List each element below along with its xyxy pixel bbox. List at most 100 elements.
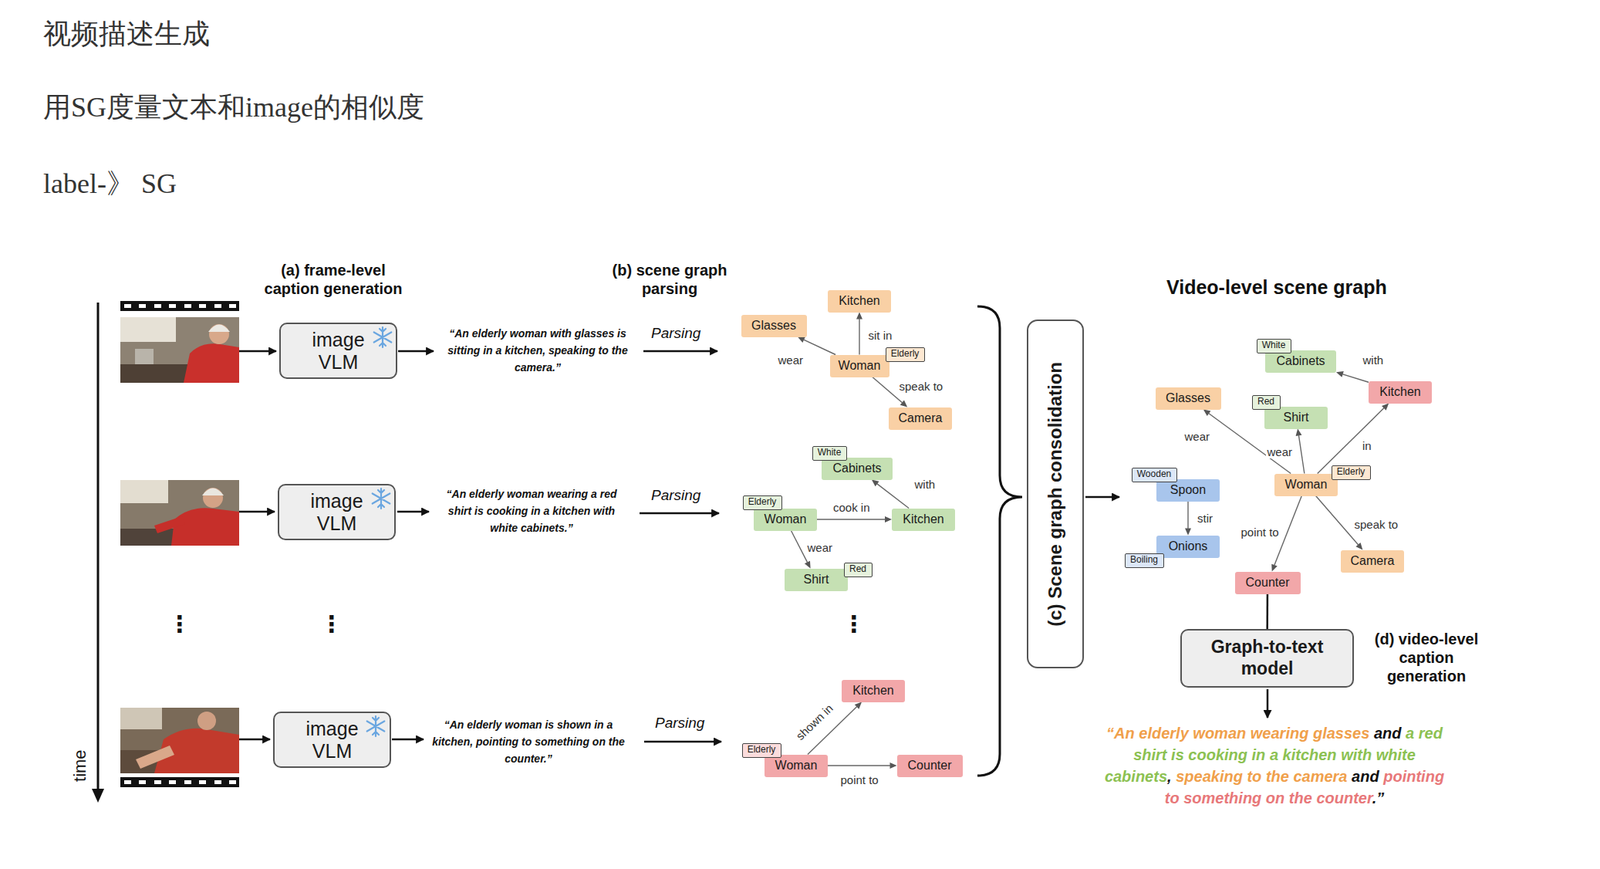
film-hole [138, 303, 146, 308]
edge-label: point to [1239, 525, 1281, 539]
arrow-head [890, 762, 898, 769]
section-heading: (d) video-level caption generation [1364, 629, 1489, 686]
model-box: Graph-to-text model [1180, 628, 1354, 688]
node-label: Boiling [1130, 554, 1158, 565]
frame-red-shirt [171, 507, 240, 546]
frame-cabinet [120, 317, 176, 342]
arrow-head [856, 312, 863, 320]
graph-node: Woman [753, 508, 817, 531]
node-label: Woman [838, 358, 882, 373]
graph-node: Glasses [1155, 387, 1222, 410]
edge-label: stir [1195, 511, 1215, 525]
film-hole [229, 779, 237, 784]
section-heading: Video-level scene graph [1166, 275, 1388, 299]
video-caption: “An elderly woman wearing glassesanda re… [1097, 722, 1452, 809]
graph-node: Woman [764, 754, 828, 777]
flow-arrow [1266, 688, 1270, 718]
graph-node: Woman [830, 354, 890, 378]
arrow-head [871, 479, 880, 487]
connector [816, 516, 892, 523]
node-label: Camera [898, 411, 943, 426]
frame-hand [135, 745, 175, 769]
node-label: Graph-to-text model [1201, 636, 1334, 679]
snowflake-icon [374, 327, 392, 348]
edge-label: in [1360, 438, 1374, 453]
attribute-tag: Elderly [742, 495, 783, 510]
axis-label: time [70, 749, 91, 782]
note-text: 用SG度量文本和image的相似度 [43, 91, 425, 125]
node-label: Red [1257, 396, 1275, 407]
connector-line [876, 482, 909, 508]
node-label: Elderly [891, 348, 920, 359]
flow-arrow [398, 350, 434, 353]
film-hole [154, 303, 162, 308]
connector-line [1298, 434, 1304, 473]
graph-node: Spoon [1156, 479, 1220, 502]
flow-arrow [239, 738, 271, 741]
time-axis [97, 302, 100, 790]
node-label: Woman [764, 512, 807, 527]
film-hole [124, 303, 132, 308]
connector-line [1187, 501, 1189, 530]
step-label: Parsing [651, 324, 701, 343]
frame-hair [202, 488, 224, 497]
node-label: Cabinets [1275, 354, 1325, 368]
edge-label: with [1361, 353, 1386, 367]
film-hole [199, 303, 206, 308]
node-label: Kitchen [838, 293, 880, 308]
video-frame [120, 707, 240, 773]
caption-segment: , [1167, 767, 1172, 785]
graph-node: Kitchen [1368, 381, 1432, 404]
connector [1296, 428, 1305, 474]
frame-arm [154, 516, 186, 534]
parsing-arrow [639, 512, 719, 515]
frame-red-shirt [183, 343, 240, 383]
edge-label: with [913, 477, 938, 491]
node-label: Cabinets [832, 461, 882, 476]
step-label: Parsing [651, 486, 701, 505]
node-label: Elderly [747, 744, 777, 755]
graph-node: Counter [897, 754, 963, 777]
flow-arrow [397, 510, 429, 514]
edge-label: wear [1183, 429, 1212, 443]
frame-caption: “An elderly woman is shown in a kitchen,… [432, 715, 625, 767]
step-label: Parsing [654, 714, 705, 733]
node-label: Glasses [751, 318, 797, 333]
film-hole [214, 779, 222, 784]
frame-background [120, 707, 240, 773]
node-label: image VLM [305, 489, 369, 535]
graph-node: Kitchen [891, 508, 956, 531]
note-text: 视频描述生成 [43, 17, 210, 51]
connector-line [1265, 594, 1269, 630]
node-label: Counter [908, 758, 952, 773]
model-box: image VLM [273, 711, 392, 768]
node-label: Kitchen [1379, 384, 1421, 399]
edge-label: wear [1265, 445, 1295, 459]
attribute-tag: Elderly [885, 347, 925, 362]
edge-label: cook in [831, 500, 872, 514]
graph-node: Glasses [741, 314, 807, 338]
ellipsis-mark: ⋮ [842, 610, 866, 638]
section-heading: (a) frame-level caption generation [256, 260, 411, 298]
connector [1317, 403, 1390, 474]
frame-hair [208, 324, 230, 333]
edge-label: wear [806, 540, 835, 554]
connector [1266, 594, 1268, 630]
film-hole [168, 779, 176, 784]
node-label: Shirt [1283, 410, 1310, 425]
process-box: (c) Scene graph consolidation [1026, 319, 1084, 669]
graph-node: Shirt [1264, 406, 1328, 429]
node-label: White [1262, 340, 1287, 351]
edge-label: shown in [791, 699, 836, 743]
graph-node: Kitchen [827, 290, 892, 313]
edge-label: sit in [867, 328, 895, 342]
frame-cabinet [120, 479, 169, 503]
parsing-arrow [643, 350, 718, 353]
attribute-tag: Red [843, 562, 873, 578]
film-hole [154, 779, 162, 784]
frame-caption: “An elderly woman wearing a red shirt is… [435, 485, 628, 537]
connector [1336, 371, 1369, 382]
snowflake-icon [372, 488, 391, 509]
